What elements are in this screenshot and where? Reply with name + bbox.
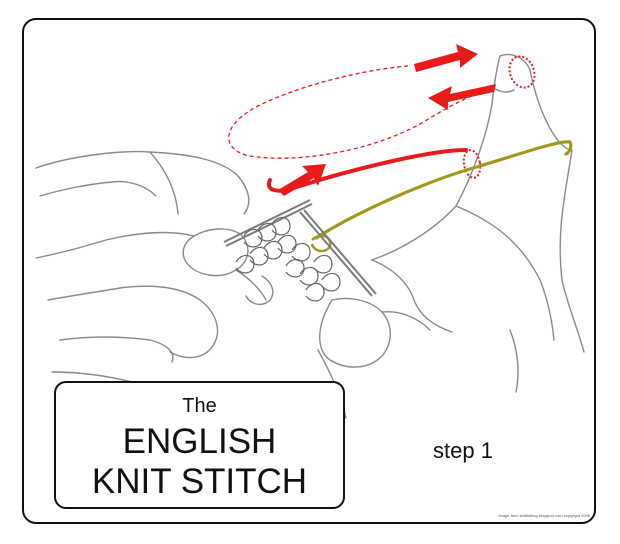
step-label: step 1 bbox=[433, 438, 493, 463]
arrow-left-upper bbox=[428, 84, 496, 110]
knitted-stitches bbox=[235, 216, 341, 302]
title-small-text: The bbox=[182, 395, 217, 417]
fingertip-ring bbox=[508, 55, 536, 89]
arrow-right-top bbox=[414, 44, 478, 72]
knitting-needles bbox=[223, 199, 377, 297]
title-line-1: ENGLISH bbox=[122, 422, 277, 461]
yarn-wrap-path bbox=[266, 148, 468, 193]
left-hand-outline bbox=[35, 150, 274, 385]
finger-ring bbox=[462, 149, 482, 179]
arrow-right-lower bbox=[278, 164, 326, 196]
yarn-strand bbox=[314, 140, 573, 240]
title-box: The ENGLISH KNIT STITCH bbox=[54, 381, 345, 509]
right-hand-outline bbox=[317, 53, 585, 419]
dashed-yarn-path bbox=[228, 65, 487, 159]
title-line-2: KNIT STITCH bbox=[91, 462, 308, 501]
copyright-credit: image from knittinblog.blogspot.com copy… bbox=[498, 513, 590, 518]
